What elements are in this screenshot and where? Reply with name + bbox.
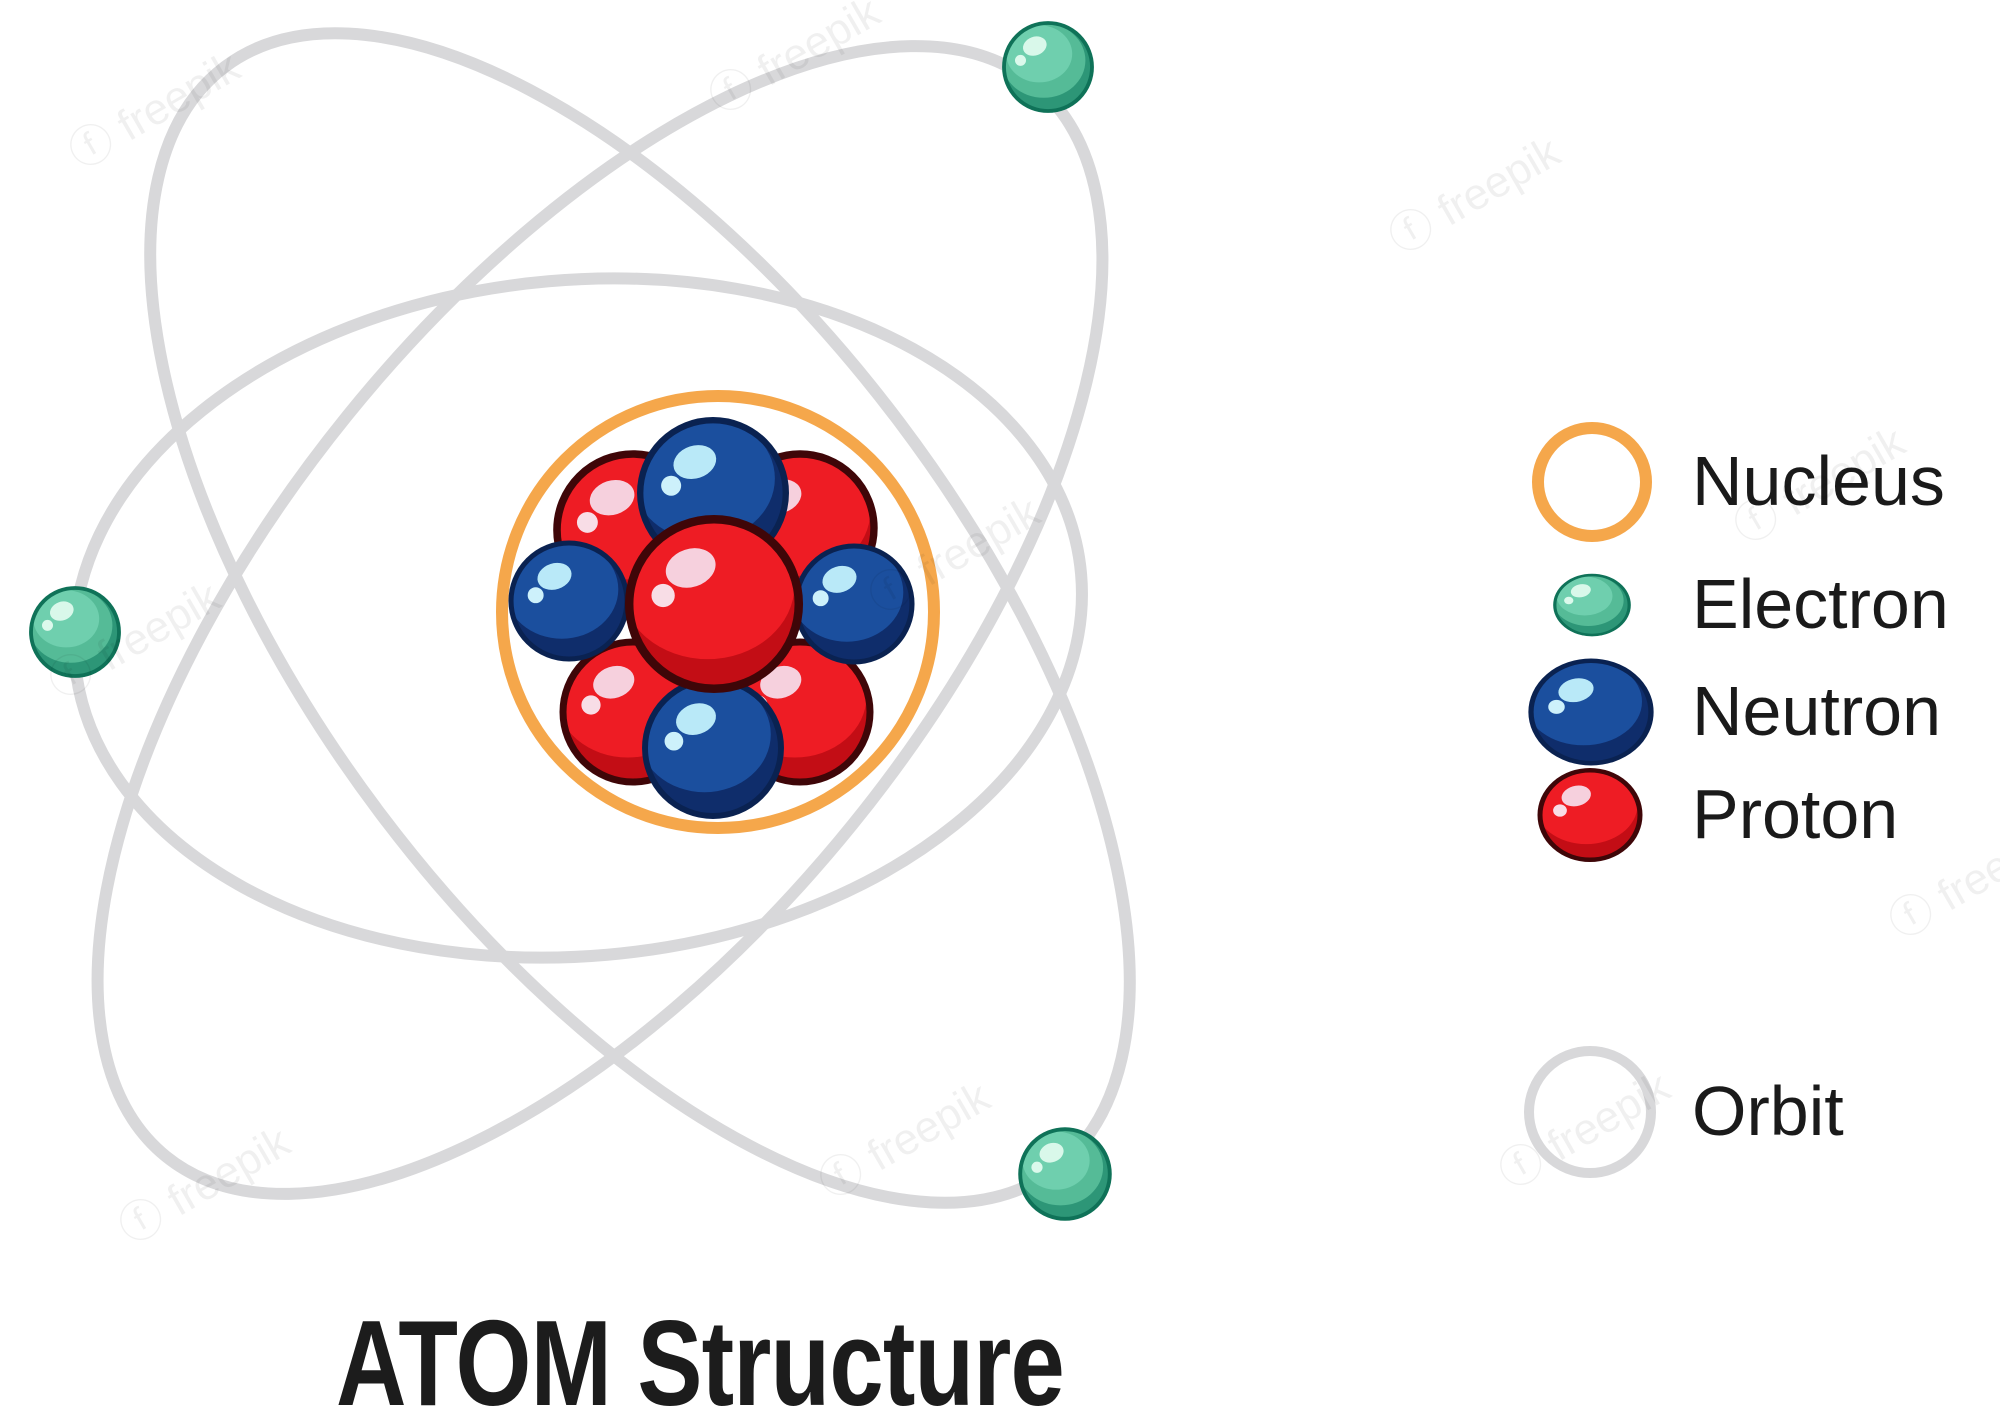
electron-sphere-top-right — [1002, 23, 1092, 111]
neutron-icon — [1525, 658, 1651, 763]
legend-label-nucleus: Nucleus — [1692, 442, 1945, 520]
watermark-text: ⓕ freepik — [61, 42, 249, 179]
watermark-text: ⓕ freepik — [1381, 127, 1569, 264]
legend-row-neutron: Neutron — [1525, 658, 1941, 763]
legend-row-nucleus: Nucleus — [1532, 422, 1945, 542]
nucleus-ring-icon — [1532, 422, 1652, 542]
nucleus — [496, 390, 940, 834]
legend-label-neutron: Neutron — [1692, 672, 1941, 750]
watermark-text: ⓕ freepik — [1881, 812, 2000, 949]
legend: Nucleus Electron Neutron Proton Orbit — [1524, 422, 1949, 1178]
legend-row-orbit: Orbit — [1524, 1046, 1844, 1178]
electron-icon — [1553, 575, 1629, 635]
legend-row-proton: Proton — [1535, 766, 1898, 860]
legend-label-proton: Proton — [1692, 775, 1898, 853]
legend-label-orbit: Orbit — [1692, 1072, 1844, 1150]
electron-sphere-bottom-right — [1018, 1129, 1110, 1219]
legend-label-electron: Electron — [1692, 565, 1949, 643]
proton-icon — [1535, 766, 1640, 860]
watermark-text: ⓕ freepik — [811, 1072, 999, 1209]
legend-row-electron: Electron — [1553, 565, 1949, 643]
diagram-title: ATOM Structure — [336, 1296, 1064, 1414]
orbit-ring-icon — [1524, 1046, 1656, 1178]
watermark-text: ⓕ freepik — [701, 0, 889, 124]
